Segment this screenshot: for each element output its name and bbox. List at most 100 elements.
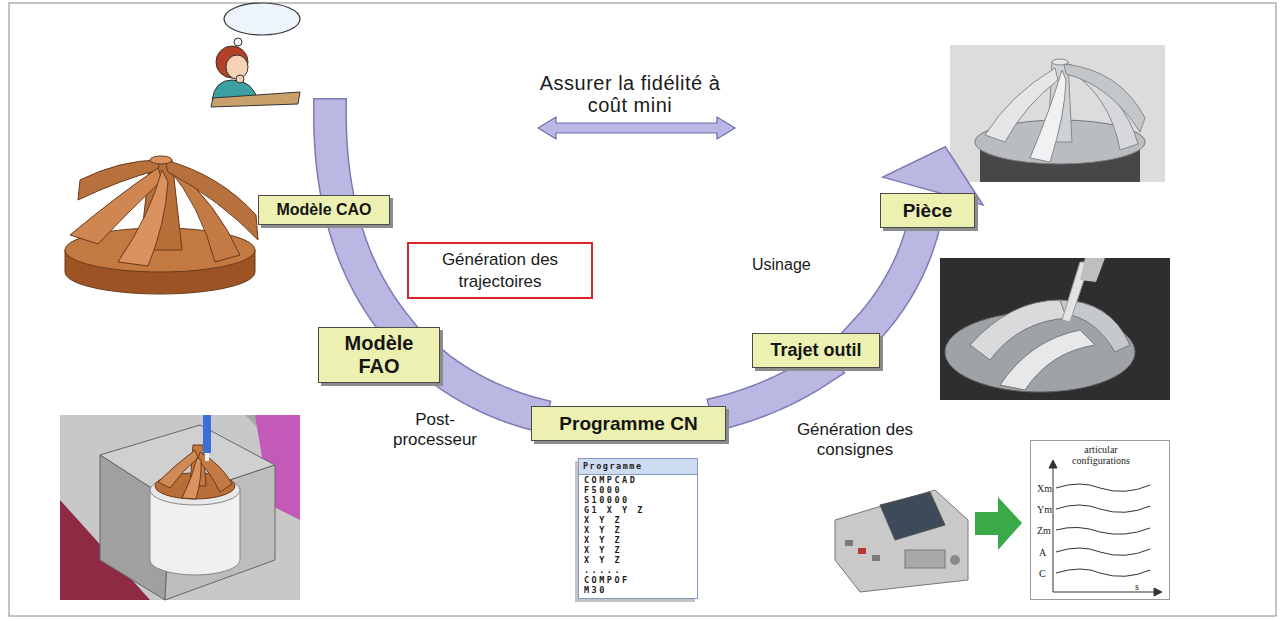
illustration-part (118, 170, 168, 266)
illustration-part (1056, 505, 1150, 512)
illustration-part (1053, 464, 1054, 592)
flow-connector (344, 225, 396, 326)
illustration-part (226, 55, 248, 79)
illustration-part (1049, 460, 1057, 468)
code-line: X Y Z (579, 555, 697, 565)
code-line: COMPOF (579, 575, 697, 585)
output-arrow (975, 497, 1022, 550)
code-line: ..... (579, 565, 697, 575)
illustration-part (203, 415, 211, 453)
illustration-part (165, 160, 258, 240)
flow-connector (727, 368, 822, 411)
finished-part-photo (950, 45, 1165, 182)
illustration-part (845, 540, 853, 546)
illustration-part (236, 75, 244, 83)
copper-impeller (65, 156, 258, 294)
note-label: Post-processeur (385, 410, 485, 449)
illustration-part (835, 490, 968, 592)
code-line: S10000 (579, 495, 697, 505)
illustration-part (216, 46, 248, 78)
illustration-part (905, 550, 945, 568)
process-box: Modèle CAO (258, 195, 390, 225)
flow-connector (441, 369, 531, 413)
double-arrow (538, 117, 735, 139)
code-line: F5000 (579, 485, 697, 495)
chart-title: articular configurations (1061, 444, 1141, 466)
flow-band-outline (727, 368, 822, 411)
axis-label: Zm (1037, 525, 1051, 536)
note-label: Usinage (752, 256, 811, 274)
illustration-part (1056, 484, 1150, 491)
code-line: X Y Z (579, 525, 697, 535)
illustration-part (950, 555, 960, 565)
illustration-part (150, 156, 172, 164)
flow-band (864, 228, 923, 332)
flow-band (441, 369, 531, 413)
process-box: Programme CN (531, 406, 726, 441)
illustration-part (211, 92, 300, 107)
code-line: COMPCAD (579, 475, 697, 485)
illustration-part (1000, 330, 1095, 390)
flow-band-outline (330, 115, 337, 195)
chart-panel: articular configurationsXmYmZmACs (1030, 440, 1170, 600)
process-box: Pièce (880, 193, 975, 228)
flow-connector (864, 147, 983, 332)
axis-label: Ym (1037, 504, 1052, 515)
illustration-part (1080, 258, 1105, 282)
code-line: X Y Z (579, 515, 697, 525)
illustration-part (1064, 64, 1145, 132)
flow-band (727, 368, 822, 411)
illustration-part (234, 38, 242, 46)
step-box: Génération des trajectoires (407, 242, 593, 299)
flow-band (330, 115, 337, 195)
box-label: Pièce (903, 200, 953, 222)
axis-label: s (1135, 581, 1139, 592)
illustration-part (1056, 527, 1150, 534)
illustration-part (60, 415, 300, 600)
illustration-part (1030, 70, 1066, 162)
illustration-part (60, 415, 300, 600)
illustration-part (224, 3, 300, 35)
flow-band-start (330, 115, 337, 195)
illustration-part (1053, 592, 1158, 593)
flow-band-outline (864, 228, 923, 332)
illustration-part (1056, 548, 1150, 555)
cnc-control-panel (835, 490, 968, 592)
code-line: X Y Z (579, 535, 697, 545)
box-label: Modèle CAO (276, 201, 371, 219)
flow-band (344, 225, 396, 326)
code-line: X Y Z (579, 545, 697, 555)
program-listing: ProgrammeCOMPCADF5000S10000G1 X Y ZX Y Z… (578, 458, 698, 599)
illustration-part (858, 548, 866, 554)
box-label: Modèle FAO (334, 332, 424, 378)
machining-photo (940, 258, 1170, 400)
listing-header: Programme (579, 459, 697, 475)
illustration-part (1056, 569, 1150, 576)
note-label: Assurer la fidélité à coût mini (530, 72, 730, 116)
axis-label: C (1039, 568, 1046, 579)
code-line: G1 X Y Z (579, 505, 697, 515)
axis-label: Xm (1037, 483, 1052, 494)
illustration-part (950, 45, 1165, 182)
process-box: Modèle FAO (318, 327, 440, 383)
note-label: Génération des consignes (780, 420, 930, 459)
process-box: Trajet outil (752, 333, 880, 368)
designer-figure (211, 3, 300, 107)
frame (9, 3, 1276, 616)
flow-band-outline (441, 369, 531, 413)
illustration-part (872, 555, 880, 561)
illustration-part (182, 458, 201, 499)
illustration-part (1052, 59, 1068, 65)
illustration-part (1154, 588, 1162, 596)
illustration-part (198, 452, 232, 492)
chart-plot (1049, 460, 1162, 596)
box-label: Trajet outil (770, 340, 861, 361)
box-label: Programme CN (559, 413, 697, 435)
illustration-part (205, 453, 209, 461)
box-label: Génération des trajectoires (420, 249, 580, 292)
code-line: M30 (579, 585, 697, 595)
illustration-part (940, 258, 1170, 400)
illustration-part (880, 492, 945, 540)
